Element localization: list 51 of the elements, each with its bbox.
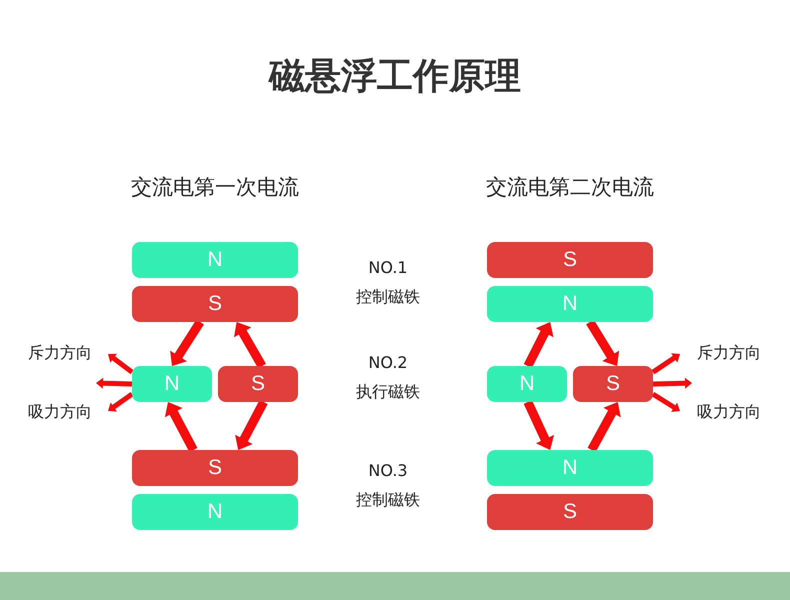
pole-label: N bbox=[562, 292, 578, 316]
block-arrow bbox=[235, 400, 268, 450]
block-arrow bbox=[170, 320, 204, 366]
magnet-bar bbox=[218, 366, 298, 402]
magnet-name: 控制磁铁 bbox=[355, 287, 421, 308]
block-arrow bbox=[524, 322, 554, 368]
force-label: 吸力方向 bbox=[27, 402, 93, 423]
pole-label: S bbox=[562, 248, 577, 272]
pole-label: S bbox=[208, 456, 222, 480]
pole-label: N bbox=[519, 372, 535, 396]
pole-label: S bbox=[562, 500, 577, 524]
direction-arrow bbox=[652, 353, 680, 374]
magnet-bar bbox=[487, 286, 653, 322]
block-arrow bbox=[588, 402, 621, 452]
magnet-bar bbox=[132, 450, 298, 486]
magnet-bar bbox=[573, 366, 653, 402]
subtitle: 交流电第二次电流 bbox=[485, 174, 655, 201]
magnet-bar bbox=[132, 494, 298, 530]
force-label: 斥力方向 bbox=[696, 343, 762, 364]
block-arrow bbox=[234, 322, 266, 368]
magnet-name: 控制磁铁 bbox=[355, 490, 421, 511]
magnet-name: 执行磁铁 bbox=[355, 382, 421, 403]
pole-label: N bbox=[207, 500, 223, 524]
block-arrow bbox=[586, 320, 620, 366]
pole-label: N bbox=[164, 372, 180, 396]
force-label: 斥力方向 bbox=[27, 343, 93, 364]
direction-arrow bbox=[652, 392, 680, 412]
block-arrow bbox=[164, 402, 198, 452]
direction-arrow bbox=[652, 378, 692, 389]
magnet-number: NO.1 bbox=[367, 258, 409, 277]
pole-label: S bbox=[208, 292, 222, 316]
direction-arrow bbox=[96, 378, 132, 389]
magnet-bar bbox=[487, 366, 567, 402]
direction-arrow bbox=[108, 392, 134, 412]
magnet-bar bbox=[132, 366, 212, 402]
magnet-bar bbox=[487, 494, 653, 530]
force-label: 吸力方向 bbox=[696, 402, 762, 423]
magnet-number: NO.3 bbox=[367, 461, 409, 480]
magnet-number: NO.2 bbox=[367, 353, 409, 372]
subtitle: 交流电第一次电流 bbox=[130, 174, 300, 201]
title: 磁悬浮工作原理 bbox=[267, 55, 522, 99]
pole-label: S bbox=[250, 372, 265, 396]
pole-label: S bbox=[606, 372, 620, 396]
direction-arrow bbox=[108, 354, 134, 374]
magnet-bar bbox=[487, 450, 653, 486]
block-arrow bbox=[524, 400, 554, 450]
magnet-bar bbox=[487, 242, 653, 278]
magnet-bar bbox=[132, 286, 298, 322]
pole-label: N bbox=[562, 456, 578, 480]
magnet-bar bbox=[132, 242, 298, 278]
pole-label: N bbox=[207, 248, 223, 272]
